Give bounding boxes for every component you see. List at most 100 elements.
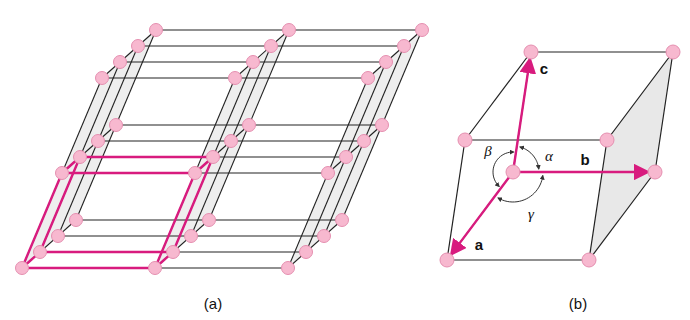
lattice-line bbox=[58, 46, 138, 236]
lattice-atom bbox=[282, 262, 295, 275]
lattice-atom bbox=[189, 167, 202, 180]
lattice-line bbox=[76, 30, 156, 220]
lattice-atom bbox=[74, 151, 87, 164]
lattice-line bbox=[306, 62, 386, 252]
unit-cell-outline bbox=[173, 157, 213, 252]
cell-atom bbox=[440, 253, 454, 267]
figure-label: (a) bbox=[204, 296, 222, 311]
lattice-atom bbox=[110, 119, 123, 132]
cell-atom bbox=[666, 45, 680, 59]
unit-cell-outline bbox=[80, 156, 213, 158]
axis-vector bbox=[452, 172, 513, 254]
lattice-atom bbox=[56, 167, 69, 180]
lattice-atom bbox=[16, 262, 29, 275]
angle-arc bbox=[520, 147, 539, 169]
lattice-line bbox=[235, 30, 289, 78]
lattice-atom bbox=[225, 135, 238, 148]
lattice-plane bbox=[155, 30, 289, 268]
lattice-atom bbox=[114, 56, 127, 69]
lattice-atom bbox=[416, 24, 429, 37]
unit-cell-outline bbox=[62, 172, 195, 174]
lattice-line bbox=[62, 125, 116, 173]
lattice-plane bbox=[288, 30, 422, 268]
cell-atom bbox=[600, 133, 614, 147]
vector-label: a bbox=[475, 237, 483, 252]
vector-label: b bbox=[580, 152, 589, 167]
unit-cell-outline bbox=[40, 157, 80, 252]
lattice-atom bbox=[92, 135, 105, 148]
lattice-atom bbox=[70, 214, 83, 227]
cell-atom bbox=[582, 253, 596, 267]
lattice-line bbox=[209, 30, 289, 220]
cell-edge bbox=[447, 259, 589, 260]
cell-face bbox=[589, 52, 673, 260]
cell-edge bbox=[513, 171, 655, 172]
lattice-atom bbox=[340, 151, 353, 164]
lattice-atom bbox=[132, 40, 145, 53]
cell-edge bbox=[465, 52, 531, 140]
lattice-atom bbox=[185, 230, 198, 243]
unit-cell-outline bbox=[22, 173, 62, 268]
lattice-plane bbox=[22, 30, 156, 268]
lattice-atom bbox=[149, 262, 162, 275]
angle-label: β bbox=[484, 144, 491, 159]
angle-arc bbox=[498, 176, 543, 202]
cell-edge bbox=[465, 139, 607, 140]
unit-cell-outline bbox=[22, 267, 155, 269]
lattice-atom bbox=[362, 72, 375, 85]
lattice-atom bbox=[318, 230, 331, 243]
lattice-line bbox=[191, 46, 271, 236]
unit-cell-outline bbox=[40, 251, 173, 253]
cell-edge bbox=[589, 172, 655, 260]
cell-atom bbox=[506, 165, 520, 179]
cell-edge bbox=[447, 140, 465, 260]
lattice-line bbox=[288, 78, 368, 268]
lattice-line bbox=[324, 46, 404, 236]
unit-cell bbox=[440, 45, 680, 267]
cell-atom bbox=[458, 133, 472, 147]
lattice-atom bbox=[96, 72, 109, 85]
lattice-atom bbox=[376, 119, 389, 132]
cell-edge bbox=[531, 51, 673, 52]
lattice-atom bbox=[34, 246, 47, 259]
cell-atom bbox=[524, 45, 538, 59]
lattice-line bbox=[195, 125, 249, 173]
lattice-line bbox=[328, 125, 382, 173]
lattice-atom bbox=[52, 230, 65, 243]
unit-cell-outline bbox=[155, 173, 195, 268]
lattice-atom bbox=[247, 56, 260, 69]
lattice-line bbox=[155, 220, 209, 268]
lattice-atom bbox=[229, 72, 242, 85]
lattice-atom bbox=[283, 24, 296, 37]
lattice-atom bbox=[380, 56, 393, 69]
angle-label: α bbox=[545, 149, 553, 164]
cell-edge bbox=[513, 52, 531, 172]
lattice-atom bbox=[167, 246, 180, 259]
figure-label: (b) bbox=[569, 296, 587, 311]
space-lattice bbox=[16, 24, 429, 275]
lattice-atom bbox=[398, 40, 411, 53]
cell-edge bbox=[447, 172, 513, 260]
lattice-atom bbox=[265, 40, 278, 53]
axis-vector bbox=[513, 60, 530, 172]
angle-label: γ bbox=[528, 207, 534, 222]
lattice-atom bbox=[203, 214, 216, 227]
lattice-atom bbox=[150, 24, 163, 37]
lattice-atom bbox=[336, 214, 349, 227]
lattice-line bbox=[342, 30, 422, 220]
lattice-atom bbox=[243, 119, 256, 132]
lattice-line bbox=[22, 220, 76, 268]
cell-atom bbox=[648, 165, 662, 179]
cell-edge bbox=[655, 52, 673, 172]
lattice-line bbox=[102, 30, 156, 78]
lattice-atom bbox=[300, 246, 313, 259]
lattice-atom bbox=[207, 151, 220, 164]
lattice-line bbox=[368, 30, 422, 78]
lattice-atom bbox=[322, 167, 335, 180]
cell-edge bbox=[607, 52, 673, 140]
lattice-line bbox=[288, 220, 342, 268]
cell-edge bbox=[589, 140, 607, 260]
axis-vector bbox=[513, 171, 647, 173]
lattice-atom bbox=[358, 135, 371, 148]
